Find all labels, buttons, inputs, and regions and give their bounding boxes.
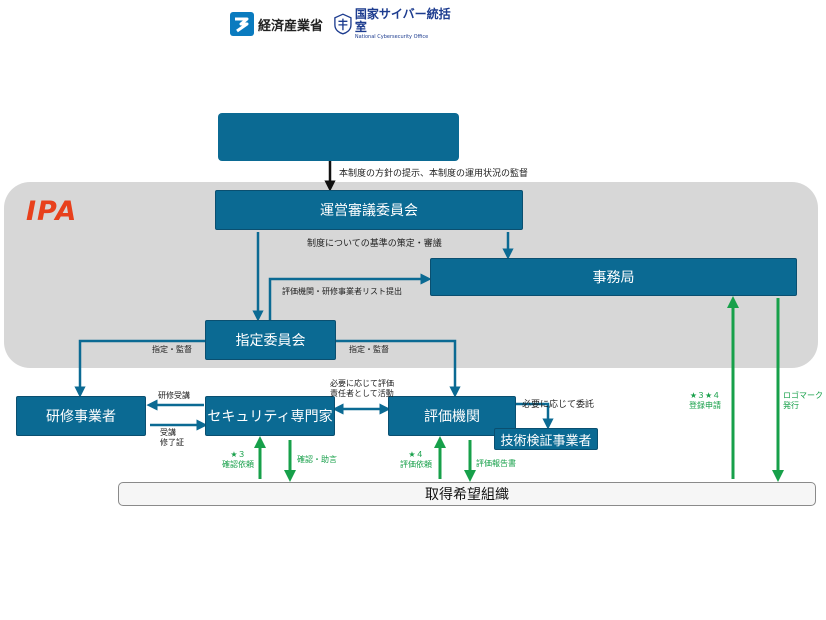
label-designate-right: 指定・監督 [349, 345, 389, 354]
label-eval-duty: 必要に応じて評価 責任者として活動 [330, 379, 394, 399]
security-expert-box: セキュリティ専門家 [205, 396, 335, 436]
tech-verification-box: 技術検証事業者 [494, 428, 598, 450]
designation-committee-box: 指定委員会 [205, 320, 336, 360]
label-training-cert-line2: 修了証 [160, 438, 184, 447]
label-logo-issue-line2: 発行 [783, 401, 799, 410]
label-logo-issue: ロゴマーク 発行 [783, 391, 823, 411]
arrow-evaluator-to-tech [515, 402, 554, 430]
ncso-subtitle: National Cybersecurity Office [354, 34, 429, 40]
label-designate-left: 指定・監督 [152, 345, 192, 354]
meti-name: 経済産業省 [258, 18, 324, 34]
meti-mark-icon [230, 12, 254, 36]
secretariat-box: 事務局 [430, 258, 797, 296]
ipa-logo: IPA [26, 196, 78, 227]
label-register-line2: 登録申請 [689, 401, 721, 410]
label-register-line1: ★３★４ [689, 391, 721, 400]
label-eval-report: 評価報告書 [476, 459, 516, 468]
meti-logo: 経済産業省 [225, 6, 326, 42]
label-training-cert-line1: 受講 [160, 428, 176, 437]
ncso-logo: 国家サイバー統括室 National Cybersecurity Office [331, 6, 451, 42]
label-training-cert: 受講 修了証 [160, 428, 184, 448]
government-block [218, 113, 459, 161]
label-confirm-advice: 確認・助言 [297, 455, 337, 464]
label-eval-request: ★４ 評価依頼 [400, 450, 432, 470]
label-eval-request-line1: ★４ [408, 450, 424, 459]
arrow-designation-to-evaluator [336, 339, 461, 398]
arrow-designation-to-training [74, 339, 206, 398]
label-logo-issue-line1: ロゴマーク [783, 391, 823, 400]
label-register: ★３★４ 登録申請 [689, 391, 721, 411]
label-list-submission: 評価機関・研修事業者リスト提出 [282, 287, 402, 296]
label-standard-setting: 制度についての基準の策定・審議 [307, 239, 442, 249]
label-confirm-request: ★３ 確認依頼 [222, 450, 254, 470]
label-confirm-request-line2: 確認依頼 [222, 460, 254, 469]
training-provider-box: 研修事業者 [16, 396, 146, 436]
ncso-name: 国家サイバー統括室 [354, 7, 451, 34]
label-outsource: 必要に応じて委託 [522, 400, 595, 410]
steering-committee-box: 運営審議委員会 [215, 190, 523, 230]
arrow-designation-to-secretariat [268, 273, 432, 320]
label-policy-supervision: 本制度の方針の提示、本制度の運用状況の監督 [339, 169, 529, 179]
label-training-attend: 研修受講 [158, 391, 190, 400]
ncso-emblem-icon [334, 13, 352, 35]
applicant-organization-box: 取得希望組織 [118, 482, 816, 506]
label-eval-duty-line2: 責任者として活動 [330, 389, 394, 398]
label-confirm-request-line1: ★３ [230, 450, 246, 459]
label-eval-request-line2: 評価依頼 [400, 460, 432, 469]
label-eval-duty-line1: 必要に応じて評価 [330, 379, 394, 388]
